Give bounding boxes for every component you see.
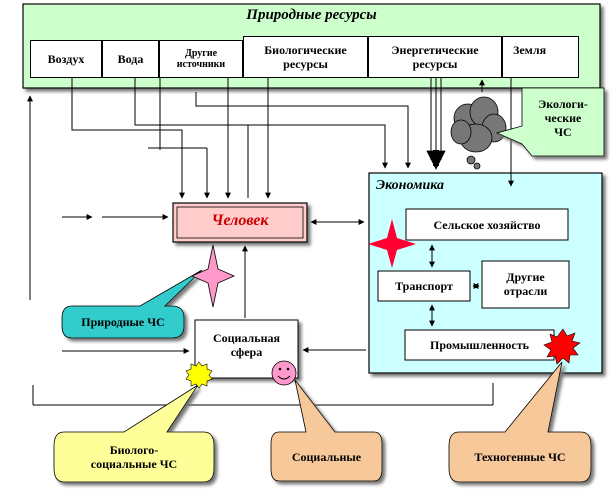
sun-icon [185,361,213,389]
resource-other-sources: Другие источники [159,40,243,78]
ecological-callout-line2: ческие [544,111,582,125]
social-sphere-label: Социальная сфера [195,331,298,359]
other-industries-label: Другие отрасли [482,270,569,298]
human-label: Человек [211,212,269,229]
biosocial-callout-line2: социальные ЧС [90,457,178,471]
natural-resources-title: Природные ресурсы [246,7,377,23]
biosocial-callout-label: Биолого- социальные ЧС [54,443,214,471]
resource-biological-line2: ресурсы [283,57,328,71]
resource-biological-line1: Биологические [264,43,347,57]
social-sphere-line1: Социальная [212,331,281,345]
agriculture-label: Сельское хозяйство [433,218,541,232]
resource-land-label: Земля [513,43,547,57]
resource-air-label: Воздух [47,52,85,66]
transport-label: Транспорт [395,279,453,293]
industry-label: Промышленность [430,338,529,352]
resource-air: Воздух [30,40,102,78]
other-industries-line1: Другие [506,270,545,284]
ecological-callout-shape [495,87,605,157]
natural-callout-shape [61,269,203,339]
ecological-callout-line1: Экологи- [538,97,588,111]
resource-energy: Энергетические ресурсы [368,36,502,78]
industry-box [404,329,555,361]
natural-star-icon [191,244,235,308]
connectors [27,78,514,406]
biosocial-callout-line1: Биолого- [109,443,159,457]
transport-box [377,270,471,302]
smiley-icon [271,360,297,386]
ecological-callout-label: Экологи- ческие ЧС [522,97,604,139]
ecological-callout-line3: ЧС [554,125,572,139]
other-industries-box [481,260,570,309]
resource-other-sources-line2: источники [176,59,226,70]
economy-title: Экономика [376,178,445,193]
resource-water: Вода [102,40,159,78]
resource-other-sources-line1: Другие [184,48,218,59]
technogenic-callout-label: Техногенные ЧС [474,450,566,464]
industry-burst-icon [543,328,581,365]
ecological-cloud [450,96,507,170]
technogenic-callout-shape [448,361,592,483]
social-callout-label: Социальные [291,450,362,464]
resource-energy-line2: ресурсы [412,57,458,71]
agriculture-box [405,208,569,241]
biosocial-callout-shape [53,384,215,483]
resource-land: Земля [502,36,579,78]
other-industries-line2: отрасли [503,284,548,298]
social-sphere-line2: сфера [230,345,263,359]
human-box-inner [176,206,304,239]
social-callout-shape [270,379,383,482]
resource-water-label: Вода [117,52,144,66]
resource-biological: Биологические ресурсы [243,36,368,78]
social-sphere-box [194,319,299,379]
natural-callout-label: Природные ЧС [81,315,165,329]
agriculture-star-icon [368,219,416,268]
human-box [172,202,308,243]
resource-energy-line1: Энергетические [391,43,479,57]
